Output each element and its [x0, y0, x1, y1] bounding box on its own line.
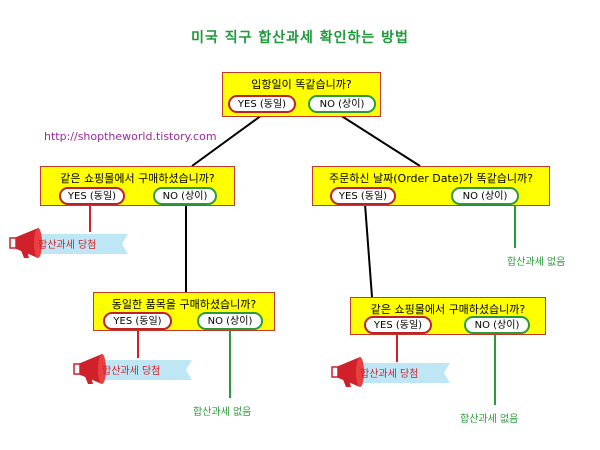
question-box-order-date: 주문하신 날짜(Order Date)가 똑같습니까? YES (동일) NO … [312, 166, 550, 206]
outcome-taxed-label: 합산과세 당첨 [38, 240, 97, 251]
ribbon-shape [36, 234, 128, 254]
ribbon-shape [100, 360, 192, 380]
question-box-same-mall: 같은 쇼핑몰에서 구매하셨습니까? YES (동일) NO (상이) [40, 166, 235, 206]
question-text: 같은 쇼핑몰에서 구매하셨습니까? [60, 172, 215, 185]
yes-button[interactable]: YES (동일) [364, 316, 432, 334]
outcome-not-taxed: 합산과세 없음 [507, 257, 566, 268]
outcome-taxed: 합산과세 당첨 [330, 355, 470, 391]
yes-button[interactable]: YES (동일) [228, 95, 296, 113]
yes-button[interactable]: YES (동일) [59, 187, 125, 205]
no-button[interactable]: NO (상이) [308, 95, 376, 113]
outcome-taxed: 합산과세 당첨 [8, 226, 148, 262]
yes-button[interactable]: YES (동일) [330, 187, 396, 205]
outcome-taxed-label: 합산과세 당첨 [102, 366, 161, 377]
outcome-taxed: 합산과세 당첨 [72, 352, 212, 388]
question-box-same-mall-2: 같은 쇼핑몰에서 구매하셨습니까? YES (동일) NO (상이) [350, 297, 546, 335]
no-button[interactable]: NO (상이) [197, 312, 263, 330]
connector-q1-yes [191, 114, 263, 167]
connector-q3-yes [364, 203, 373, 298]
megaphone-icon [9, 228, 42, 258]
question-text: 입항일이 똑같습니까? [251, 78, 352, 91]
no-button[interactable]: NO (상이) [451, 187, 519, 205]
question-text: 같은 쇼핑몰에서 구매하셨습니까? [370, 303, 526, 316]
megaphone-icon [331, 357, 364, 387]
outcome-not-taxed: 합산과세 없음 [460, 414, 519, 425]
ribbon-shape [358, 363, 450, 383]
question-box-same-item: 동일한 품목을 구매하셨습니까? YES (동일) NO (상이) [93, 292, 275, 331]
question-box-arrival-date: 입항일이 똑같습니까? YES (동일) NO (상이) [222, 72, 381, 117]
page-title: 미국 직구 합산과세 확인하는 방법 [191, 30, 409, 46]
source-url[interactable]: http://shoptheworld.tistory.com [44, 130, 217, 143]
outcome-not-taxed: 합산과세 없음 [193, 407, 252, 418]
outcome-taxed-label: 합산과세 당첨 [360, 369, 419, 380]
yes-button[interactable]: YES (동일) [103, 312, 172, 330]
megaphone-icon [73, 354, 106, 384]
question-text: 동일한 품목을 구매하셨습니까? [111, 298, 257, 311]
question-text: 주문하신 날짜(Order Date)가 똑같습니까? [329, 172, 533, 185]
no-button[interactable]: NO (상이) [153, 187, 217, 205]
no-button[interactable]: NO (상이) [464, 316, 530, 334]
connector-q1-no [339, 114, 421, 167]
